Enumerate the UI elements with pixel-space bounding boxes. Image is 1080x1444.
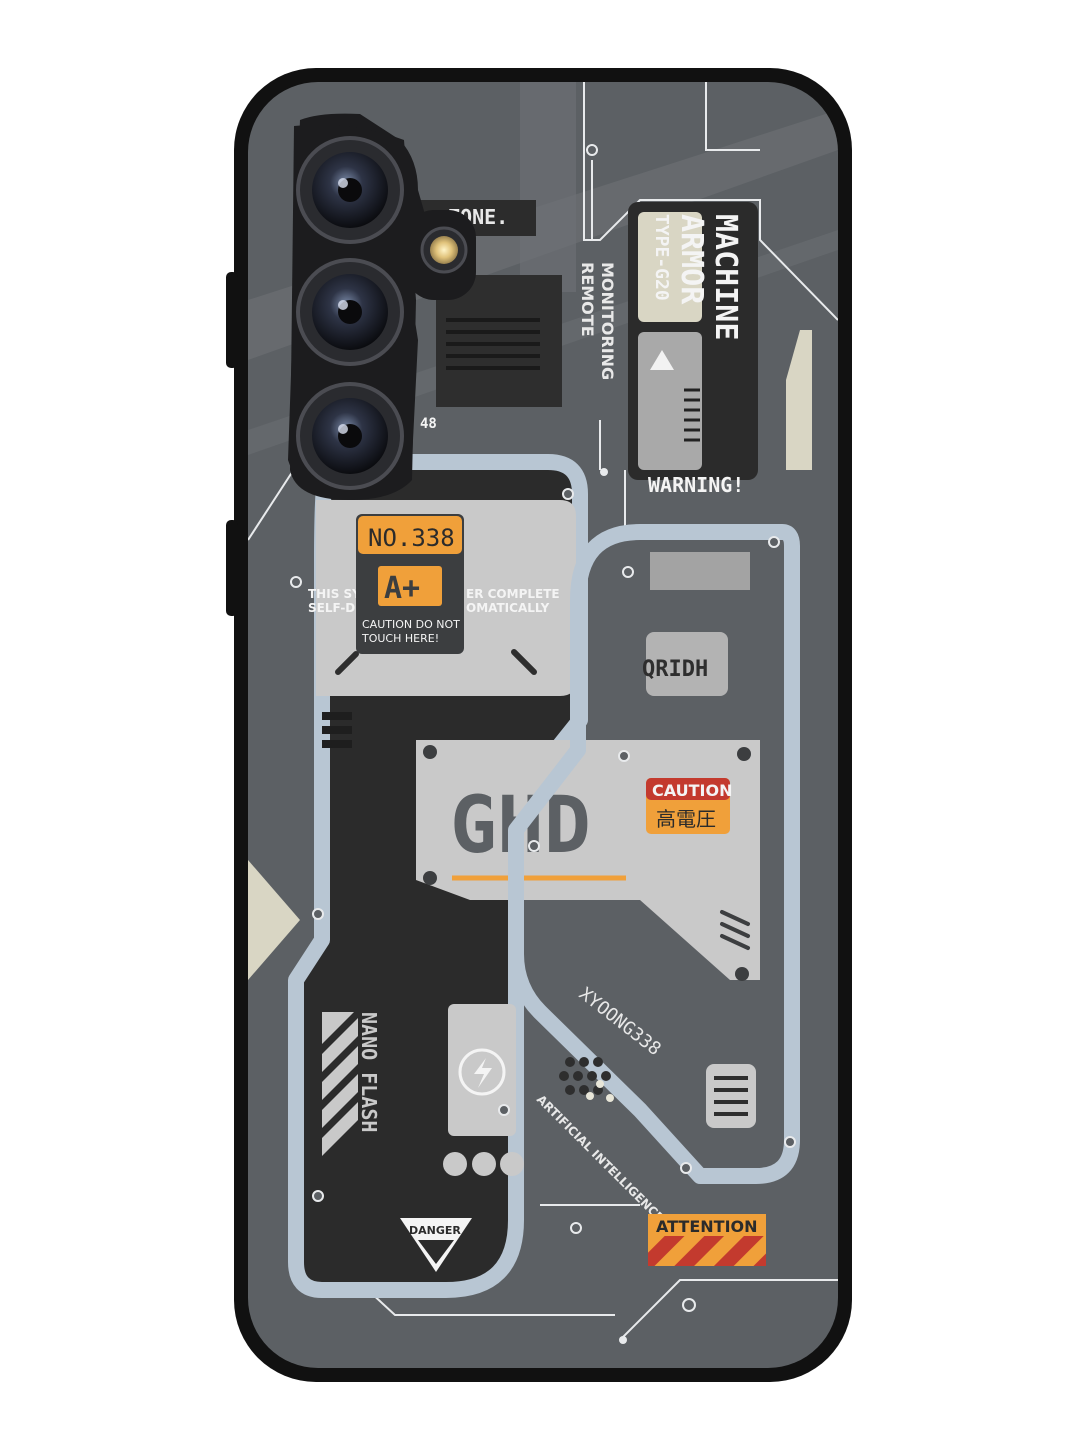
attention-label: ATTENTION (656, 1217, 758, 1236)
nano-flash-label: NANO FLASH (357, 1012, 381, 1132)
rail-screws (290, 488, 796, 1234)
type-code-label: TYPE-G20 (651, 214, 672, 301)
high-voltage-label: 高電圧 (656, 807, 716, 831)
number-label: NO.338 (368, 524, 455, 552)
flash-icon (420, 226, 468, 274)
machine-label: MACHINE (708, 214, 743, 340)
danger-badge: DANGER (400, 1218, 472, 1272)
remote-label: REMOTE (578, 262, 597, 337)
nano-flash-stripes (322, 1012, 358, 1156)
caution-label: CAUTION (652, 781, 732, 800)
small-code-label: 48 (420, 416, 437, 432)
right-rail-loop (508, 524, 800, 1184)
grade-label: A+ (384, 571, 420, 606)
lower-vent (706, 1064, 756, 1128)
caution-touch-2: TOUCH HERE! (361, 632, 439, 645)
grid-box (646, 632, 728, 696)
system-left-2: SELF-DE (308, 601, 363, 615)
left-trim (248, 860, 300, 980)
circuit-lines (248, 82, 838, 1341)
no338-badge: NO.338 A+ CAUTION DO NOT TOUCH HERE! (356, 514, 464, 654)
armor-label: ARMOR (674, 214, 709, 305)
camera-lens-2 (296, 258, 404, 366)
monitoring-label: MONITORING (598, 262, 617, 380)
warning-label: WARNING! (648, 473, 744, 497)
caution-touch-1: CAUTION DO NOT (362, 618, 460, 631)
system-right-2: OMATICALLY (466, 601, 550, 615)
rib-details (322, 712, 352, 748)
system-left-1: THIS SYS (308, 587, 370, 601)
attention-sticker: ATTENTION (648, 1214, 766, 1266)
system-right-1: ER COMPLETE (466, 587, 560, 601)
camera-lens-1 (296, 136, 404, 244)
upper-block (650, 552, 750, 590)
caution-sticker: CAUTION 高電圧 (646, 778, 732, 834)
camera-lens-3 (296, 382, 404, 490)
vent-lines (446, 318, 540, 370)
three-dots (443, 1152, 524, 1176)
danger-label: DANGER (409, 1224, 461, 1237)
camera-module (288, 113, 476, 500)
right-trim (786, 330, 812, 470)
charging-icon (458, 1048, 506, 1096)
grid-label: QRIDH (642, 657, 708, 682)
